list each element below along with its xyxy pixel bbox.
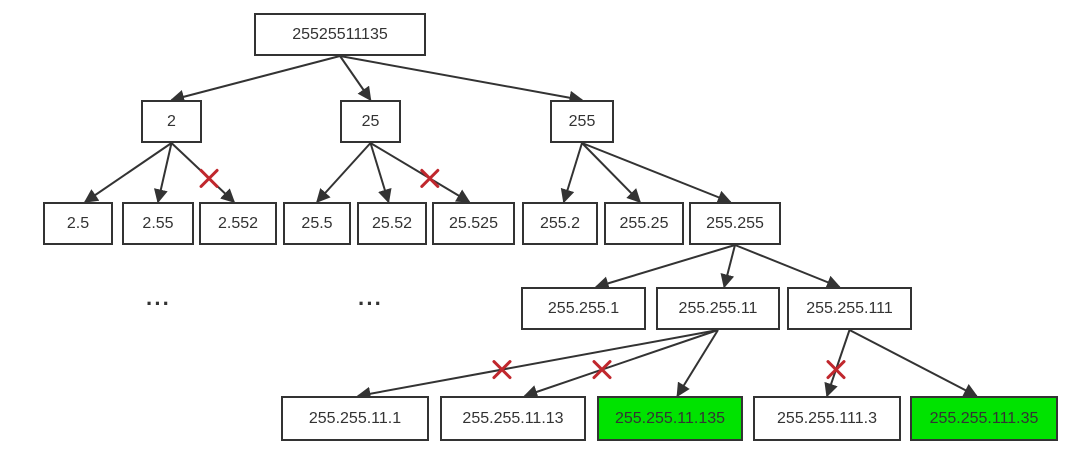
edge-n255-to-n255_25: [581, 142, 641, 203]
tree-node-255: 255: [550, 100, 614, 143]
tree-node-255-25: 255.25: [604, 202, 684, 245]
pruned-mark-icon: [826, 360, 846, 380]
tree-node-255-255-11-1: 255.255.11.1: [281, 396, 429, 441]
edge-root-to-n25: [339, 55, 372, 102]
tree-node-2-552: 2.552: [199, 202, 277, 245]
edge-n255_255_111-to-n111_35: [849, 329, 978, 397]
edge-n255-to-n255_255: [581, 142, 732, 204]
edge-root-to-n2: [170, 55, 341, 104]
tree-node-root: 25525511135: [254, 13, 426, 56]
edge-n25-to-n25_52: [369, 142, 392, 204]
ellipsis-more-middle: ···: [358, 291, 383, 316]
edge-n255_255-to-n255_255_111: [734, 244, 841, 289]
tree-node-255-255-1: 255.255.1: [521, 287, 646, 330]
tree-node-255-255-111: 255.255.111: [787, 287, 912, 330]
edge-n2-to-n2_5: [83, 142, 173, 203]
tree-node-255-255-11-135-valid: 255.255.11.135: [597, 396, 743, 441]
tree-node-255-255-11-13: 255.255.11.13: [440, 396, 586, 441]
tree-node-25-52: 25.52: [357, 202, 427, 245]
edge-n25-to-n25_525: [369, 142, 471, 203]
tree-node-2-5: 2.5: [43, 202, 113, 245]
edge-n255_255_11-to-n11_135: [676, 329, 719, 398]
pruned-mark-icon: [592, 360, 612, 380]
pruned-mark-icon: [492, 360, 512, 380]
edge-n25-to-n25_5: [316, 142, 372, 204]
ellipsis-more-left: ···: [146, 291, 171, 316]
edge-n255_255_11-to-n11_13: [523, 329, 719, 399]
edge-n255_255-to-n255_255_1: [594, 244, 736, 291]
tree-node-25-5: 25.5: [283, 202, 351, 245]
edge-root-to-n255: [339, 55, 584, 105]
tree-node-2: 2: [141, 100, 202, 143]
tree-node-255-255: 255.255: [689, 202, 781, 245]
tree-node-255-255-111-3: 255.255.111.3: [753, 396, 901, 441]
tree-node-255-255-11: 255.255.11: [656, 287, 780, 330]
edge-n255_255_11-to-n11_1: [356, 329, 719, 401]
tree-node-25-525: 25.525: [432, 202, 515, 245]
edge-n255_255-to-n255_255_11: [720, 244, 736, 289]
tree-node-25: 25: [340, 100, 401, 143]
edge-n255-to-n255_2: [560, 142, 583, 204]
tree-node-255-255-111-35-valid: 255.255.111.35: [910, 396, 1058, 441]
tree-node-2-55: 2.55: [122, 202, 194, 245]
edge-n2-to-n2_55: [153, 142, 173, 204]
pruned-mark-icon: [199, 168, 219, 188]
edge-n255_255_111-to-n111_3: [824, 329, 851, 398]
pruned-mark-icon: [420, 168, 440, 188]
tree-node-255-2: 255.2: [522, 202, 598, 245]
